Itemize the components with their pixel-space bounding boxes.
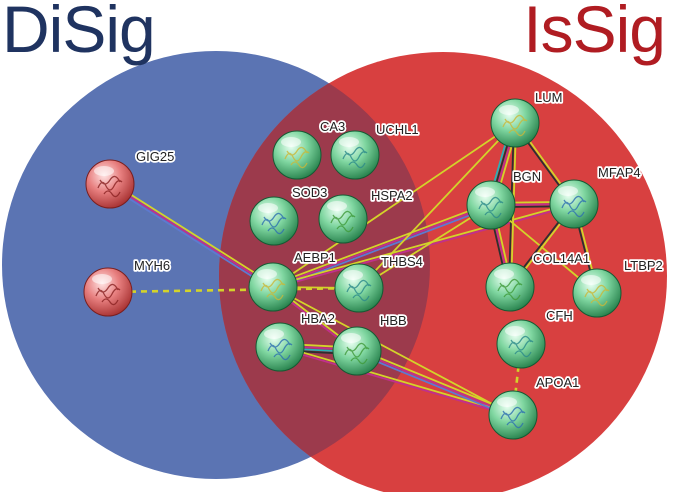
- set-overlap-region: [219, 52, 430, 479]
- sphere-highlight: [257, 269, 277, 279]
- edge-line-experiments: [279, 347, 513, 417]
- edge-thbs4-lum: [358, 122, 516, 289]
- protein-structure-icon: [502, 114, 528, 137]
- node-apoa1[interactable]: APOA1: [488, 373, 581, 440]
- sphere-highlight: [339, 137, 359, 147]
- node-cfh[interactable]: CFH: [496, 306, 574, 369]
- set-title-disig: DiSig: [2, 0, 156, 66]
- sphere-highlight: [581, 275, 601, 285]
- set-title-issig: IsSig: [523, 0, 666, 66]
- node-label-mfap4: MFAP4: [598, 165, 641, 180]
- node-gig25[interactable]: GIG25: [85, 147, 176, 209]
- node-label-myh6: MYH6: [134, 258, 170, 273]
- protein-structure-icon: [500, 406, 526, 429]
- node-mfap4[interactable]: MFAP4: [549, 163, 642, 229]
- edge-hba2-apoa1: [279, 345, 514, 417]
- node-label-bgn: BGN: [513, 169, 541, 184]
- sphere-highlight: [264, 329, 284, 339]
- protein-structure-icon: [561, 195, 587, 218]
- node-label-uchl1: UCHL1: [376, 122, 419, 137]
- node-label-gig25: GIG25: [136, 149, 174, 164]
- edge-line-text_mining: [272, 202, 574, 287]
- edge-line-text_mining: [107, 286, 360, 294]
- sphere-highlight: [258, 203, 278, 213]
- protein-structure-icon: [261, 212, 287, 235]
- node-label-cfh: CFH: [546, 308, 573, 323]
- protein-structure-icon: [330, 210, 356, 233]
- protein-structure-icon: [267, 338, 293, 361]
- protein-structure-icon: [342, 146, 368, 169]
- node-hbb[interactable]: HBB: [332, 311, 408, 376]
- node-hba2[interactable]: HBA2: [255, 309, 337, 372]
- sphere-highlight: [327, 201, 347, 211]
- edge-line-text_mining: [280, 345, 514, 415]
- protein-structure-icon: [478, 196, 504, 219]
- node-sod3[interactable]: SOD3: [249, 183, 329, 246]
- protein-structure-icon: [284, 146, 310, 169]
- edge-line-experiments: [272, 204, 492, 288]
- venn-sets: [2, 51, 667, 492]
- node-bgn[interactable]: BGN: [466, 167, 543, 230]
- edge-line-text_mining: [358, 204, 492, 289]
- edge-aebp1-lum: [272, 122, 516, 288]
- protein-structure-icon: [344, 342, 370, 365]
- sphere-highlight: [343, 270, 363, 280]
- node-hspa2[interactable]: HSPA2: [318, 186, 414, 244]
- edge-gig25-aebp1: [108, 181, 275, 290]
- edge-line-text_mining: [272, 122, 516, 288]
- node-label-ltbp2: LTBP2: [624, 258, 663, 273]
- sphere-highlight: [497, 397, 517, 407]
- node-thbs4[interactable]: THBS4: [334, 252, 425, 313]
- sphere-highlight: [94, 166, 114, 176]
- node-label-col14a1: COL14A1: [533, 251, 590, 266]
- node-ltbp2[interactable]: LTBP2: [572, 256, 664, 318]
- edge-line-text_mining: [271, 202, 491, 286]
- node-aebp1[interactable]: AEBP1: [248, 248, 338, 312]
- node-label-hbb: HBB: [380, 313, 407, 328]
- sphere-highlight: [499, 105, 519, 115]
- edge-thbs4-bgn: [358, 204, 492, 289]
- edge-aebp1-apoa1: [272, 286, 514, 416]
- edge-line-homology: [108, 185, 273, 290]
- edge-line-homology: [355, 352, 513, 418]
- node-lum[interactable]: LUM: [490, 88, 564, 148]
- edge-hbb-apoa1: [355, 348, 515, 418]
- node-uchl1[interactable]: UCHL1: [330, 120, 420, 180]
- sphere-highlight: [558, 186, 578, 196]
- sphere-highlight: [475, 187, 495, 197]
- edge-line-experiments: [356, 350, 514, 416]
- protein-structure-icon: [260, 278, 286, 301]
- protein-structure-icon: [584, 284, 610, 307]
- sphere-highlight: [341, 333, 361, 343]
- sphere-highlight: [505, 326, 525, 336]
- sphere-highlight: [92, 274, 112, 284]
- node-label-hba2: HBA2: [301, 311, 335, 326]
- node-label-sod3: SOD3: [292, 185, 327, 200]
- edge-line-experiments: [109, 183, 274, 288]
- edge-line-text_mining: [357, 348, 515, 414]
- node-label-aebp1: AEBP1: [294, 250, 336, 265]
- protein-structure-icon: [346, 279, 372, 302]
- protein-structure-icon: [497, 278, 523, 301]
- node-label-thbs4: THBS4: [381, 254, 423, 269]
- protein-structure-icon: [508, 335, 534, 358]
- protein-structure-icon: [97, 175, 123, 198]
- sphere-highlight: [494, 269, 514, 279]
- sphere-highlight: [281, 137, 301, 147]
- node-myh6[interactable]: MYH6: [83, 256, 172, 317]
- protein-structure-icon: [95, 283, 121, 306]
- node-label-hspa2: HSPA2: [371, 188, 413, 203]
- edge-line-text_mining: [110, 181, 275, 286]
- node-col14a1[interactable]: COL14A1: [485, 249, 592, 312]
- edge-myh6-thbs4: [107, 286, 360, 294]
- node-label-lum: LUM: [535, 90, 562, 105]
- edge-line-text_mining: [358, 122, 516, 289]
- node-ca3[interactable]: CA3: [272, 117, 347, 180]
- node-label-ca3: CA3: [320, 119, 345, 134]
- edge-line-text_mining: [272, 286, 514, 416]
- node-label-apoa1: APOA1: [536, 375, 579, 390]
